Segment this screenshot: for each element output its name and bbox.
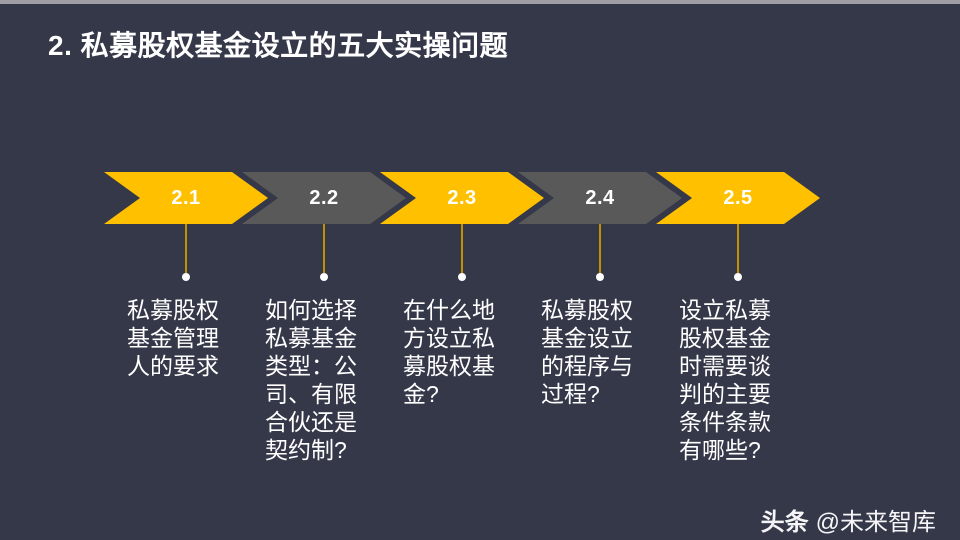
step-number: 2.4: [585, 186, 615, 209]
step-group-4: 2.4 私募股权基金设立的程序与过程?: [518, 172, 682, 540]
step-group-3: 2.3 在什么地方设立私募股权基金?: [380, 172, 544, 540]
step-group-1: 2.1 私募股权基金管理人的要求: [104, 172, 268, 540]
watermark: 头条@未来智库: [761, 502, 936, 537]
step-group-5: 2.5 设立私募股权基金时需要谈判的主要条件条款有哪些?: [656, 172, 820, 540]
step-label: 在什么地方设立私募股权基金?: [403, 297, 495, 407]
connector-dot: [320, 273, 328, 281]
step-number: 2.5: [723, 186, 753, 209]
step-label: 设立私募股权基金时需要谈判的主要条件条款有哪些?: [679, 297, 771, 463]
top-strip: [0, 0, 960, 4]
step-label: 如何选择私募基金类型：公司、有限合伙还是契约制?: [265, 297, 357, 463]
connector-dot: [734, 273, 742, 281]
connector-line: [599, 224, 601, 273]
connector-line: [185, 224, 187, 273]
connector-line: [461, 224, 463, 273]
watermark-handle: @未来智库: [815, 509, 936, 536]
step-number: 2.1: [171, 186, 201, 209]
watermark-brand: 头条: [760, 509, 809, 536]
step-group-2: 2.2 如何选择私募基金类型：公司、有限合伙还是契约制?: [242, 172, 406, 540]
step-number: 2.2: [309, 186, 339, 209]
connector-dot: [182, 273, 190, 281]
connector-line: [323, 224, 325, 273]
step-label: 私募股权基金设立的程序与过程?: [541, 297, 633, 407]
step-label: 私募股权基金管理人的要求: [127, 297, 219, 379]
connector-dot: [596, 273, 604, 281]
step-number: 2.3: [447, 186, 477, 209]
chevron-arrow-icon: 2.5: [656, 172, 820, 224]
connector-line: [737, 224, 739, 273]
page-title: 2. 私募股权基金设立的五大实操问题: [48, 30, 509, 61]
connector-dot: [458, 273, 466, 281]
